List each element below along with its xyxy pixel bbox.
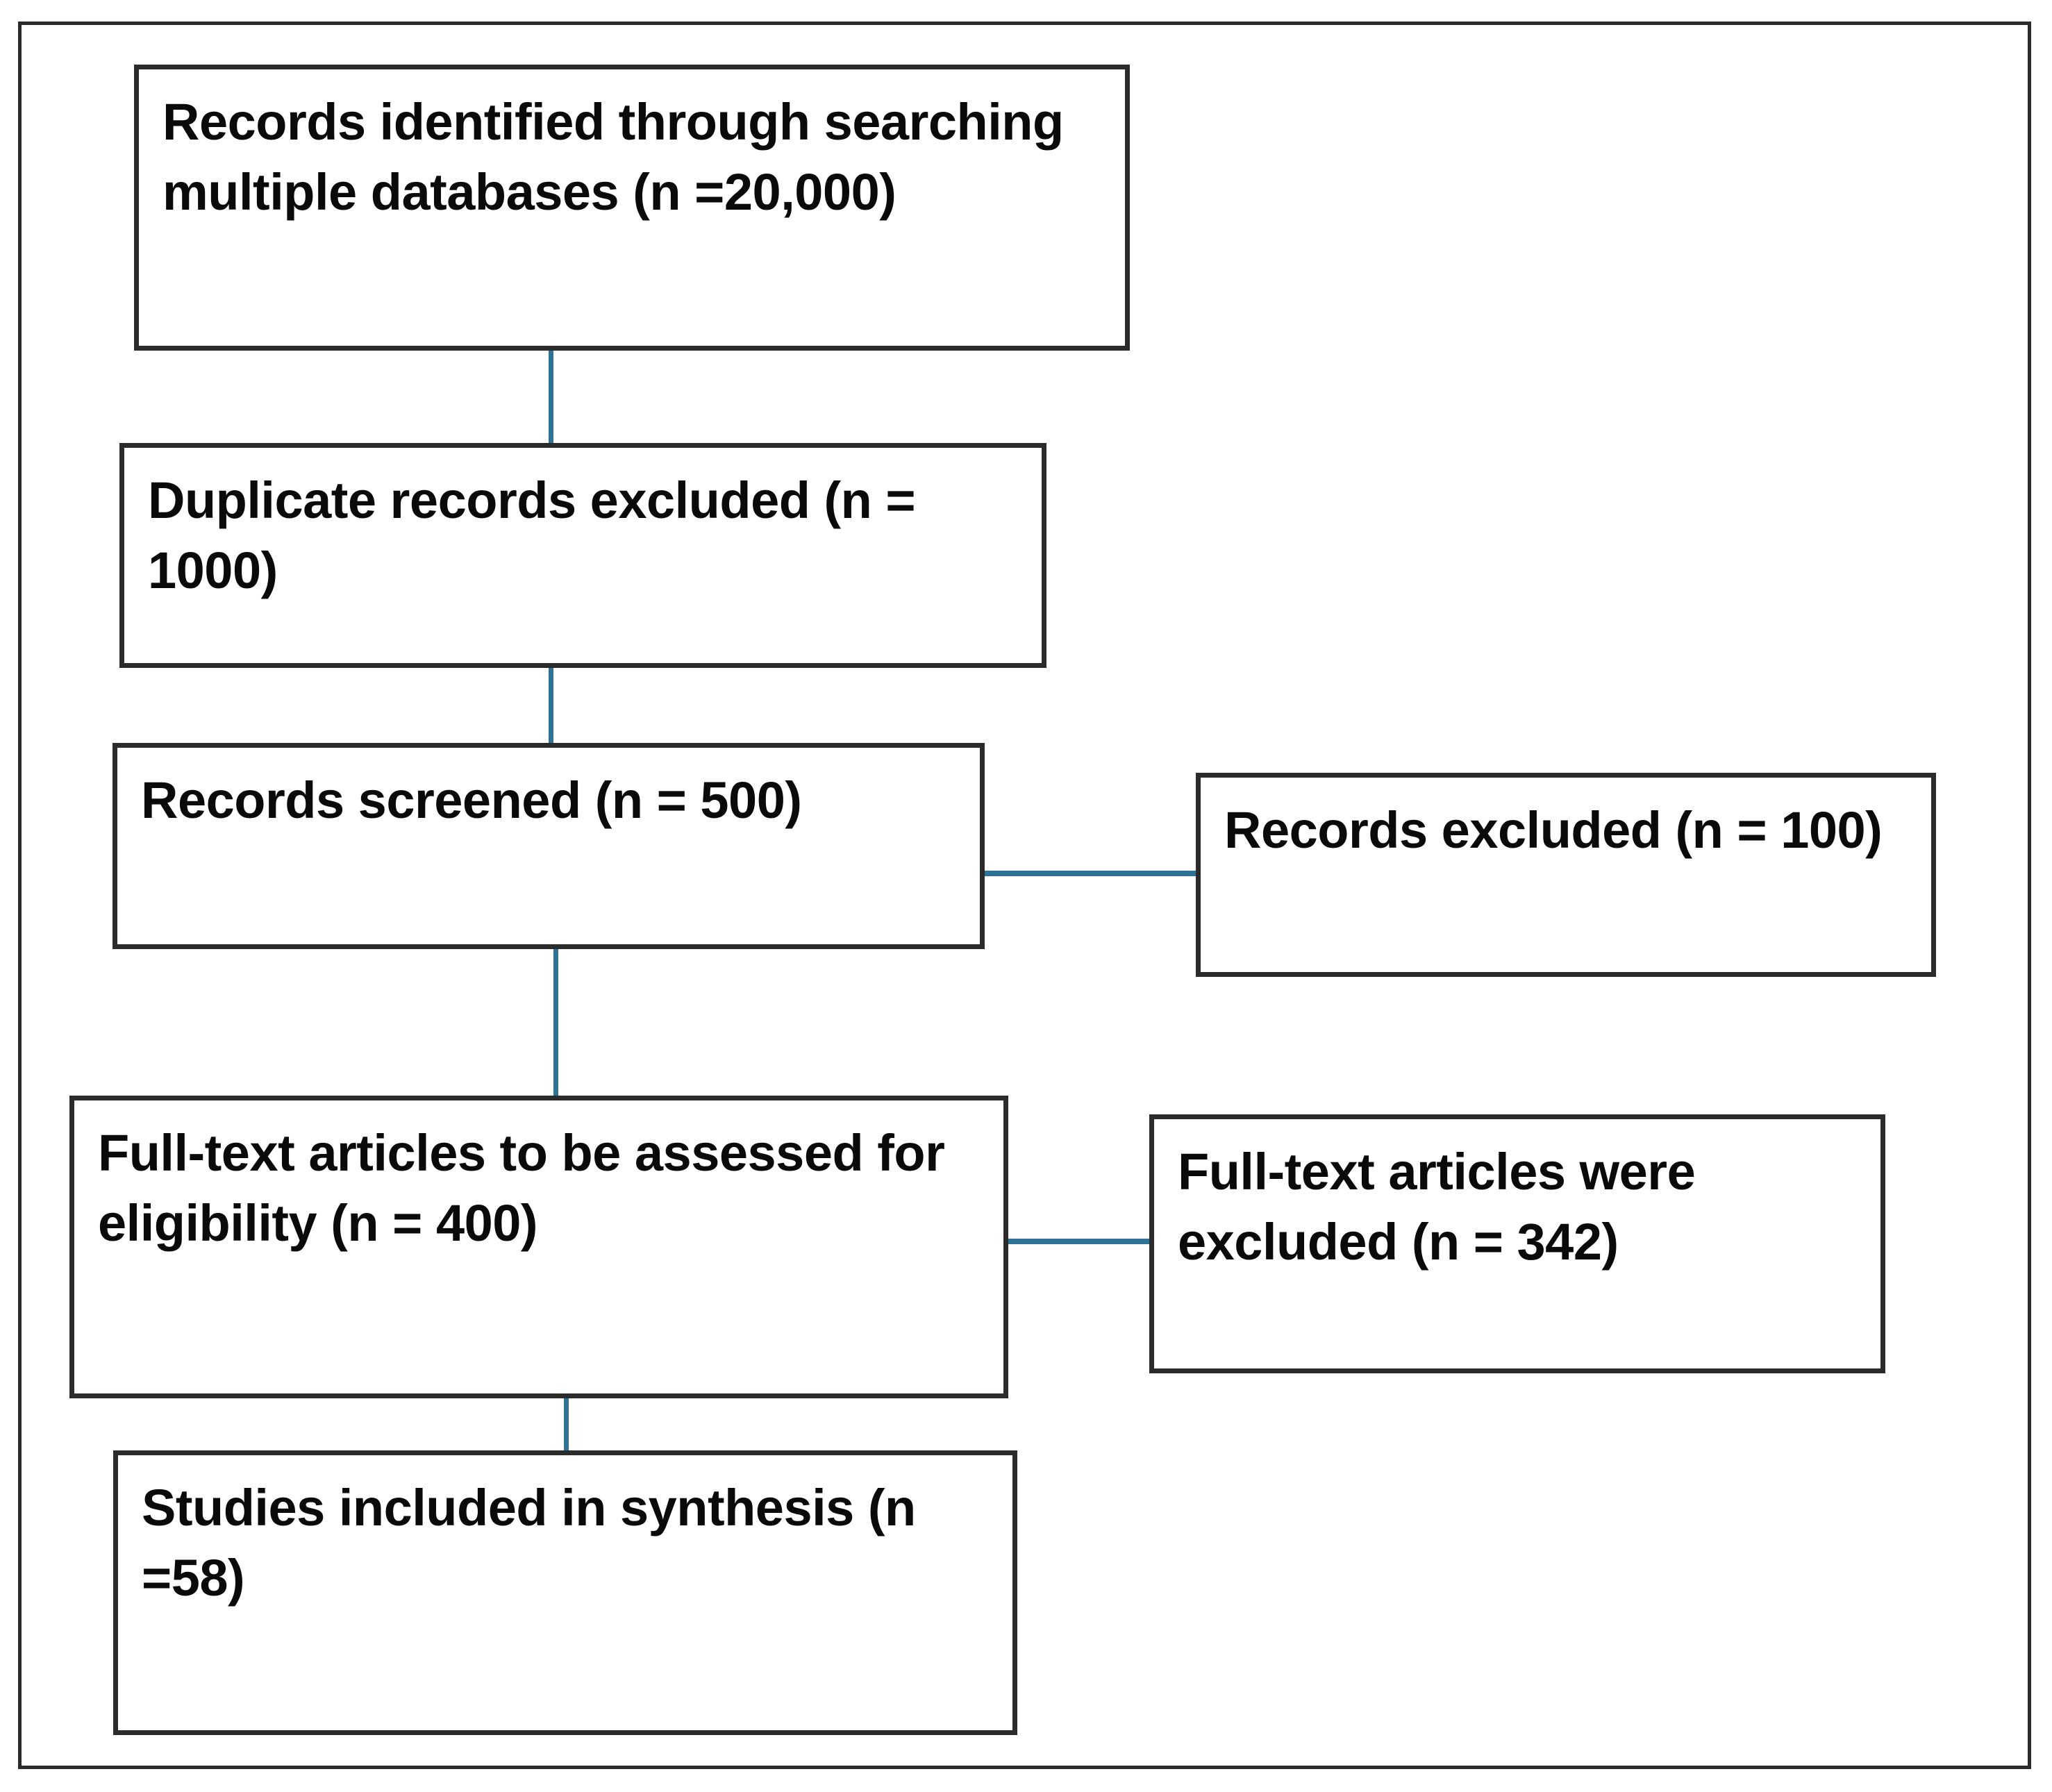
node-records-excluded-label: Records excluded (n = 100)	[1224, 801, 1883, 859]
node-fulltext-excluded-label: Full-text articles were excluded (n = 34…	[1178, 1143, 1710, 1271]
edge-duplicates-to-screened	[549, 667, 553, 746]
edge-identified-to-duplicates	[549, 349, 553, 446]
node-fulltext-excluded[interactable]: Full-text articles were excluded (n = 34…	[1149, 1114, 1885, 1373]
edge-screened-to-fulltext	[553, 948, 558, 1098]
node-records-screened[interactable]: Records screened (n = 500)	[112, 743, 985, 949]
node-records-excluded[interactable]: Records excluded (n = 100)	[1196, 773, 1936, 977]
node-duplicates-excluded[interactable]: Duplicate records excluded (n = 1000)	[119, 443, 1046, 668]
node-fulltext-assessed[interactable]: Full-text articles to be assessed for el…	[69, 1096, 1008, 1398]
node-records-identified[interactable]: Records identified through searching mul…	[134, 65, 1130, 351]
node-records-identified-label: Records identified through searching mul…	[162, 93, 1078, 221]
node-records-screened-label: Records screened (n = 500)	[141, 771, 802, 829]
edge-fulltext-to-excluded	[1003, 1239, 1153, 1244]
node-studies-included-label: Studies included in synthesis (n =58)	[142, 1479, 930, 1607]
node-studies-included[interactable]: Studies included in synthesis (n =58)	[113, 1450, 1017, 1735]
node-fulltext-assessed-label: Full-text articles to be assessed for el…	[98, 1124, 959, 1252]
edge-fulltext-to-included	[564, 1396, 569, 1457]
edge-screened-to-excluded	[981, 871, 1200, 876]
node-duplicates-excluded-label: Duplicate records excluded (n = 1000)	[148, 471, 930, 599]
figure-outer-frame	[18, 22, 2031, 1769]
